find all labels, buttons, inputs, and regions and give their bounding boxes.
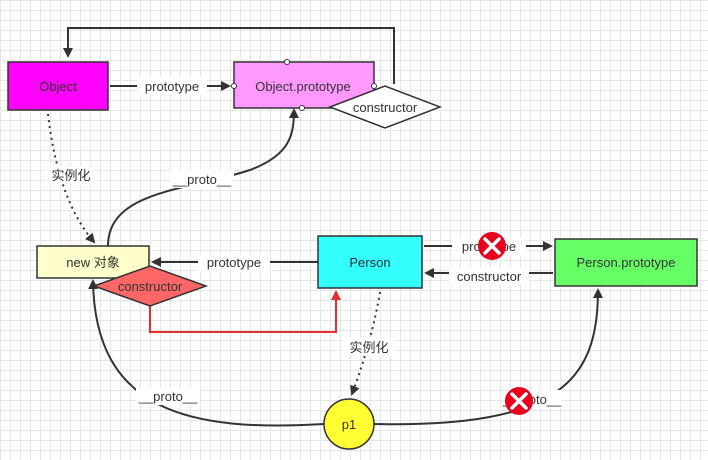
- object-instantiate-edge: [47, 113, 96, 244]
- person-prototype-constructor-label: constructor: [457, 269, 522, 284]
- new-object-proto-label: __proto__: [172, 172, 232, 187]
- person-instantiate-label: 实例化: [349, 340, 388, 355]
- constructor-to-person-edge: [149, 290, 341, 333]
- error-x-icon: [505, 387, 533, 415]
- new-object-node-label: new 对象: [66, 255, 119, 270]
- object-node[interactable]: [7, 61, 109, 111]
- object-instantiate-label: 实例化: [51, 168, 90, 183]
- connection-point: [231, 83, 237, 89]
- person-prototype-node[interactable]: [554, 238, 698, 287]
- object-prototype-label: prototype: [145, 79, 199, 94]
- object-prototype-constructor-label: constructor: [353, 100, 418, 115]
- p1-proto-left-label: __proto__: [138, 389, 198, 404]
- object-prototype-constructor-diamond[interactable]: [327, 85, 443, 129]
- person-prototype-node-label: Person.prototype: [576, 255, 675, 270]
- p1-node[interactable]: [323, 398, 375, 450]
- object-node-label: Object: [39, 79, 77, 94]
- person-to-new-object-label: prototype: [207, 255, 261, 270]
- p1-node-label: p1: [342, 417, 356, 432]
- connection-point: [299, 105, 305, 111]
- p1-proto-right-edge: [373, 288, 603, 426]
- connection-point: [371, 83, 377, 89]
- p1-proto-left-edge: [88, 279, 325, 427]
- person-node-label: Person: [349, 255, 390, 270]
- new-object-constructor-label: constructor: [118, 279, 183, 294]
- error-x-icon: [478, 232, 506, 260]
- connection-point: [284, 59, 290, 65]
- object-prototype-node-label: Object.prototype: [255, 79, 350, 94]
- new-object-constructor-diamond[interactable]: [91, 265, 209, 307]
- person-node[interactable]: [317, 235, 423, 289]
- object-prototype-loop-edge: [63, 27, 395, 84]
